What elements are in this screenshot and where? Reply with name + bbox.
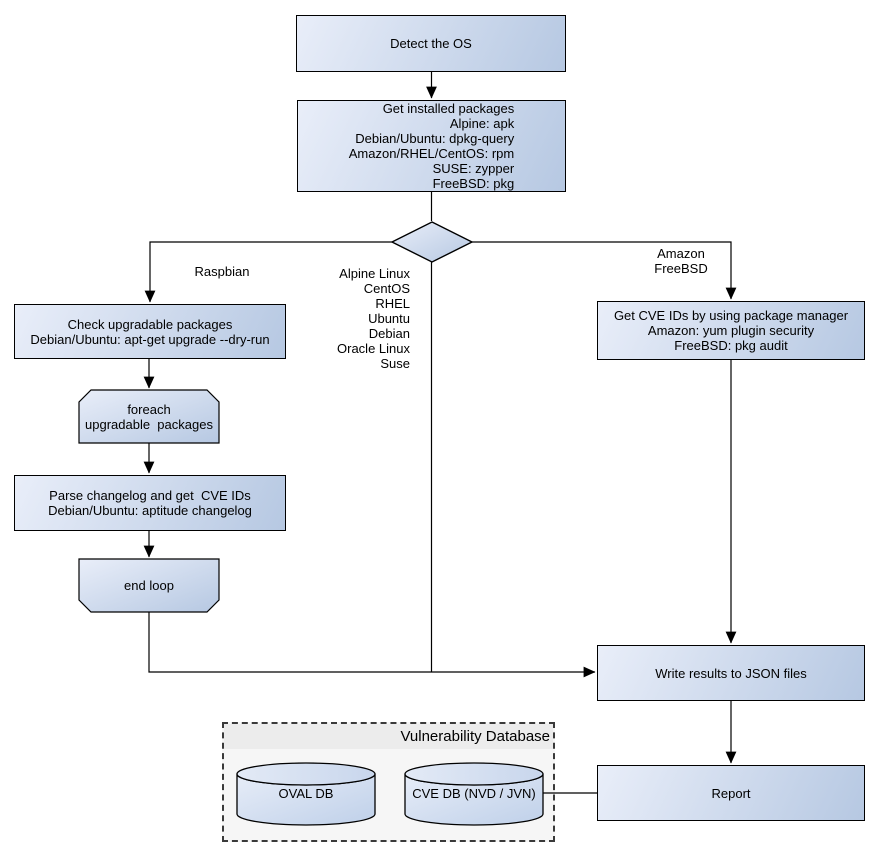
edge-label-raspbian: Raspbian — [194, 264, 250, 279]
node-parse-changelog-label: Parse changelog and get CVE IDs Debian/U… — [48, 488, 252, 518]
loop-begin-foreach-label: foreach upgradable packages — [85, 401, 213, 432]
loop-begin-shape — [78, 389, 220, 444]
node-parse-changelog: Parse changelog and get CVE IDs Debian/U… — [14, 475, 286, 531]
cylinder-cve-db-label: CVE DB (NVD / JVN) — [412, 785, 536, 801]
connector-decision-to-get-cve — [472, 241, 737, 300]
node-check-upgradable-packages-label: Check upgradable packages Debian/Ubuntu:… — [30, 316, 270, 347]
node-get-cve-ids: Get CVE IDs by using package manager Ama… — [597, 301, 865, 360]
node-get-installed-packages: Get installed packages Alpine: apk Debia… — [297, 100, 566, 192]
edge-label-amazon-freebsd: Amazon FreeBSD — [654, 246, 708, 276]
node-detect-os: Detect the OS — [296, 15, 566, 72]
node-get-cve-ids-label: Get CVE IDs by using package manager Ama… — [613, 308, 849, 353]
connector-decision-to-check-upgradable — [144, 241, 392, 303]
node-check-upgradable-packages: Check upgradable packages Debian/Ubuntu:… — [14, 304, 286, 359]
cylinder-oval-db — [236, 762, 376, 826]
node-get-installed-packages-label: Get installed packages Alpine: apk Debia… — [348, 101, 515, 191]
edge-label-os-list: Alpine Linux CentOS RHEL Ubuntu Debian O… — [337, 266, 410, 371]
node-write-results: Write results to JSON files — [597, 645, 865, 701]
node-report-label: Report — [711, 785, 751, 801]
vulnerability-database-title: Vulnerability Database — [400, 728, 550, 745]
node-detect-os-label: Detect the OS — [390, 36, 472, 51]
decision-diamond — [390, 221, 474, 263]
node-report: Report — [597, 765, 865, 821]
loop-end-shape — [78, 558, 220, 613]
node-write-results-label: Write results to JSON files — [655, 665, 807, 681]
cylinder-oval-db-label: OVAL DB — [278, 785, 334, 801]
loop-end-label: end loop — [124, 578, 174, 593]
connector-endloop-to-write-results — [148, 612, 596, 678]
cylinder-cve-db — [404, 762, 544, 826]
vulnerability-database-header: Vulnerability Database — [224, 724, 553, 749]
